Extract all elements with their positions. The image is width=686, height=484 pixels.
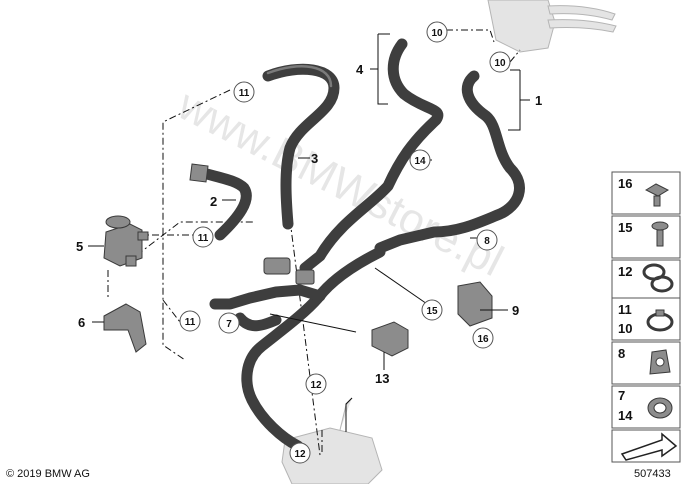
coolant-hose-1: [374, 70, 525, 254]
svg-text:10: 10: [618, 321, 632, 336]
circled-callout-7: 7: [218, 312, 240, 334]
diagram-number: 507433: [634, 468, 671, 480]
cable-tie-icon: [649, 349, 671, 375]
callout-4: 4: [356, 62, 364, 77]
water-valve: [103, 215, 149, 267]
svg-text:16: 16: [477, 334, 489, 345]
screw-icon: [651, 221, 669, 247]
circled-callout-12-lower: 12: [289, 442, 311, 464]
svg-text:10: 10: [431, 28, 443, 39]
callout-3: 3: [311, 151, 318, 166]
svg-text:11: 11: [185, 317, 196, 328]
callout-5: 5: [76, 239, 83, 254]
callout-6: 6: [78, 315, 85, 330]
svg-text:8: 8: [484, 236, 490, 247]
legend-item-15: 15: [618, 220, 669, 247]
circled-callout-10-left: 10: [426, 21, 448, 43]
circled-callout-12-upper: 12: [305, 373, 327, 395]
holder-13: [371, 321, 409, 357]
legend-item-11-10: 11 10: [618, 302, 674, 336]
circled-callout-14: 14: [409, 149, 431, 171]
callout-9: 9: [512, 303, 519, 318]
svg-text:14: 14: [414, 156, 426, 167]
callout-13: 13: [375, 371, 389, 386]
callout-1: 1: [535, 93, 542, 108]
arrow-indicator-icon: [620, 432, 678, 461]
ghost-component-top: [487, 0, 617, 53]
svg-text:16: 16: [618, 176, 632, 191]
svg-text:7: 7: [618, 388, 625, 403]
circled-callout-11-top: 11: [233, 81, 255, 103]
svg-text:11: 11: [198, 233, 209, 244]
copyright: © 2019 BMW AG: [6, 468, 90, 480]
circled-callout-11-bottom: 11: [179, 310, 201, 332]
svg-text:15: 15: [426, 306, 438, 317]
svg-text:10: 10: [494, 58, 506, 69]
legend-item-arrow: [620, 432, 678, 461]
legend-item-16: 16: [618, 176, 670, 207]
circled-callouts: 10 10 11 11 11 14 8 7 15 16 12 12: [179, 21, 511, 464]
legend-item-7-14: 7 14: [618, 388, 673, 423]
hose-holder-icon: [647, 397, 673, 419]
svg-text:11: 11: [239, 88, 250, 99]
bracket-6: [103, 303, 147, 353]
coolant-hose-main: [209, 246, 386, 452]
circled-callout-16: 16: [472, 327, 494, 349]
coolant-hose-2: [189, 163, 252, 241]
circled-callout-10-right: 10: [489, 51, 511, 73]
svg-text:11: 11: [618, 302, 632, 317]
callouts: 1 2 3 4 5 6 9 13: [76, 62, 542, 386]
svg-text:8: 8: [618, 346, 625, 361]
circled-callout-11-mid: 11: [192, 226, 214, 248]
parts-legend: 16 15 12 11 10: [611, 171, 681, 463]
clip-nut-icon: [644, 183, 670, 207]
svg-text:12: 12: [294, 449, 306, 460]
bracket-9: [457, 281, 493, 327]
ghost-component-bottom: [281, 397, 383, 484]
circled-callout-15: 15: [421, 299, 443, 321]
coolant-hose-4: [299, 38, 444, 274]
hose-clamp-icon: [646, 309, 674, 332]
spring-clamp-icon: [642, 263, 674, 293]
svg-text:12: 12: [618, 264, 632, 279]
coolant-hose-3: [262, 63, 340, 230]
callout-2: 2: [210, 194, 217, 209]
svg-text:12: 12: [310, 380, 322, 391]
hose-connector: [263, 257, 315, 285]
svg-text:7: 7: [226, 319, 232, 330]
circled-callout-8: 8: [476, 229, 498, 251]
svg-text:14: 14: [618, 408, 633, 423]
legend-item-8: 8: [618, 346, 671, 375]
legend-item-12: 12: [618, 263, 674, 293]
svg-text:15: 15: [618, 220, 632, 235]
